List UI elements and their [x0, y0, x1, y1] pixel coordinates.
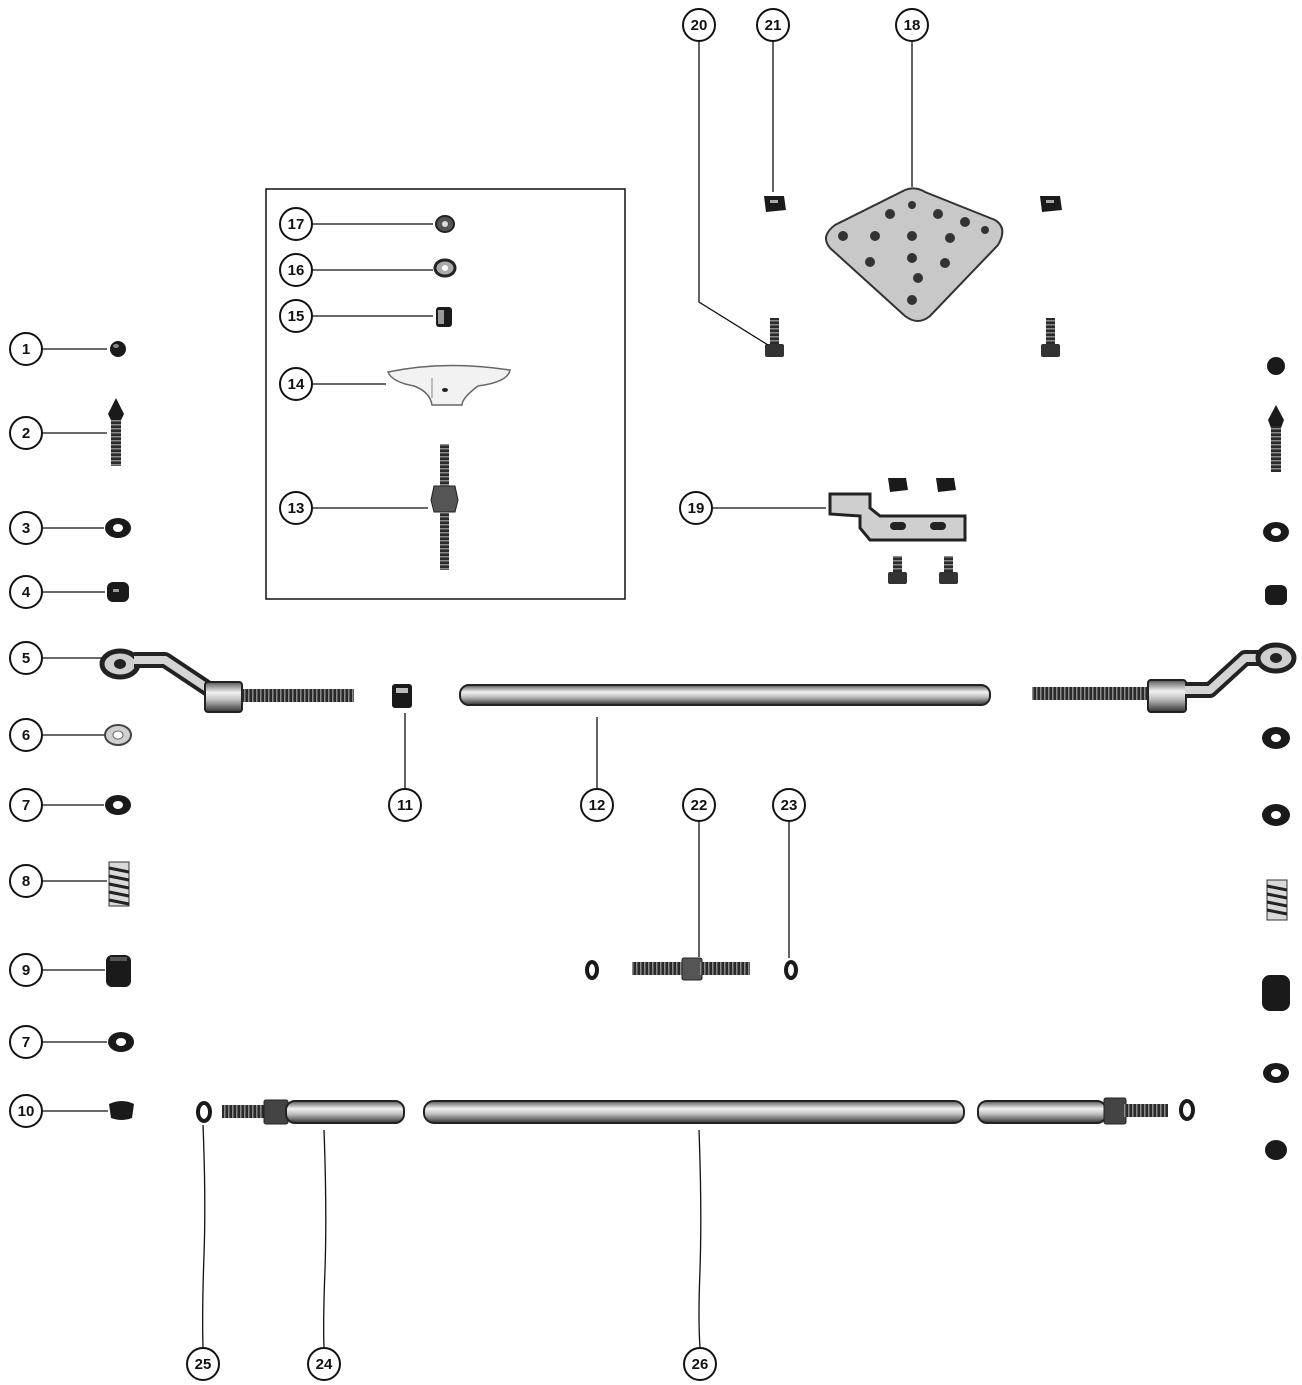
- svg-text:8: 8: [22, 873, 30, 890]
- callout-23: 23: [772, 788, 806, 822]
- part-23-clip-right: [784, 960, 798, 980]
- callout-21: 21: [756, 8, 790, 42]
- part-12-tie-bar: [459, 684, 991, 706]
- part-19-bracket: [828, 478, 967, 584]
- callout-9: 9: [9, 953, 43, 987]
- part-9-bushing: [106, 955, 131, 987]
- callout-4: 4: [9, 575, 43, 609]
- part-25-clip: [196, 1101, 212, 1123]
- part-14-bracket: [386, 364, 511, 406]
- callout-13: 13: [279, 491, 313, 525]
- part-11-nut: [392, 684, 412, 708]
- callout-16: 16: [279, 253, 313, 287]
- svg-text:12: 12: [589, 797, 606, 814]
- svg-text:13: 13: [288, 500, 305, 517]
- callout-26: 26: [683, 1347, 717, 1381]
- part-2-stud: [108, 398, 124, 466]
- callout-18: 18: [895, 8, 929, 42]
- svg-text:25: 25: [195, 1356, 212, 1373]
- part-13-stud: [430, 444, 459, 570]
- svg-text:9: 9: [22, 962, 30, 979]
- svg-text:17: 17: [288, 216, 305, 233]
- svg-text:7: 7: [22, 797, 30, 814]
- svg-text:16: 16: [288, 262, 305, 279]
- svg-text:22: 22: [691, 797, 708, 814]
- svg-text:23: 23: [781, 797, 798, 814]
- part-26-tube: [423, 1100, 965, 1124]
- part-10-cap-nut: [109, 1101, 134, 1120]
- part-5-tie-bar-end-left: [99, 648, 354, 713]
- svg-text:18: 18: [904, 17, 921, 34]
- part-7-washer-upper: [105, 795, 131, 815]
- part-6-washer: [104, 724, 132, 746]
- callout-25: 25: [186, 1347, 220, 1381]
- part-24-rod-end: [222, 1099, 405, 1125]
- callout-22: 22: [682, 788, 716, 822]
- svg-text:14: 14: [288, 376, 305, 393]
- part-16-washer: [433, 258, 457, 278]
- part-21-nut: [764, 196, 786, 212]
- part-20-screw: [765, 318, 784, 357]
- callout-5: 5: [9, 641, 43, 675]
- callout-10: 10: [9, 1094, 43, 1128]
- callout-14: 14: [279, 367, 313, 401]
- part-7-washer-lower: [108, 1032, 134, 1052]
- svg-text:1: 1: [22, 341, 30, 358]
- svg-text:20: 20: [691, 17, 708, 34]
- svg-text:19: 19: [688, 500, 705, 517]
- callout-3: 3: [9, 511, 43, 545]
- callout-19: 19: [679, 491, 713, 525]
- svg-text:7: 7: [22, 1034, 30, 1051]
- part-3-washer: [105, 518, 131, 538]
- svg-text:26: 26: [692, 1356, 709, 1373]
- inset-box: [265, 188, 626, 600]
- part-23-clip-left: [585, 960, 599, 980]
- callout-1: 1: [9, 332, 43, 366]
- part-20-screw-right: [1041, 318, 1060, 357]
- part-5-tie-bar-end-right: [1032, 642, 1297, 713]
- callout-6: 6: [9, 718, 43, 752]
- part-24-rod-end-right: [977, 1097, 1195, 1125]
- svg-text:15: 15: [288, 308, 305, 325]
- callout-7-lower: 7: [9, 1025, 43, 1059]
- callout-24: 24: [307, 1347, 341, 1381]
- svg-text:21: 21: [765, 17, 782, 34]
- part-15-spacer: [436, 307, 452, 327]
- part-4-nut: [107, 582, 129, 602]
- svg-text:11: 11: [397, 797, 413, 814]
- callout-7-upper: 7: [9, 788, 43, 822]
- svg-text:10: 10: [18, 1103, 35, 1120]
- part-1-nut: [110, 341, 126, 357]
- callout-17: 17: [279, 207, 313, 241]
- callout-20: 20: [682, 8, 716, 42]
- leader-lines: [42, 41, 913, 1348]
- callout-15: 15: [279, 299, 313, 333]
- svg-text:5: 5: [22, 650, 30, 667]
- svg-text:2: 2: [22, 425, 30, 442]
- callout-12: 12: [580, 788, 614, 822]
- right-column-parts: [1262, 357, 1290, 1160]
- callout-2: 2: [9, 416, 43, 450]
- part-22-stud: [632, 957, 750, 981]
- callout-8: 8: [9, 864, 43, 898]
- part-21-nut-right: [1040, 196, 1062, 212]
- part-18-plate: [825, 187, 1004, 322]
- svg-text:24: 24: [316, 1356, 333, 1373]
- svg-text:3: 3: [22, 520, 30, 537]
- svg-text:6: 6: [22, 727, 30, 744]
- part-17-washer: [435, 215, 455, 233]
- svg-text:4: 4: [22, 584, 31, 601]
- part-8-spring: [108, 861, 130, 907]
- callout-11: 11: [388, 788, 422, 822]
